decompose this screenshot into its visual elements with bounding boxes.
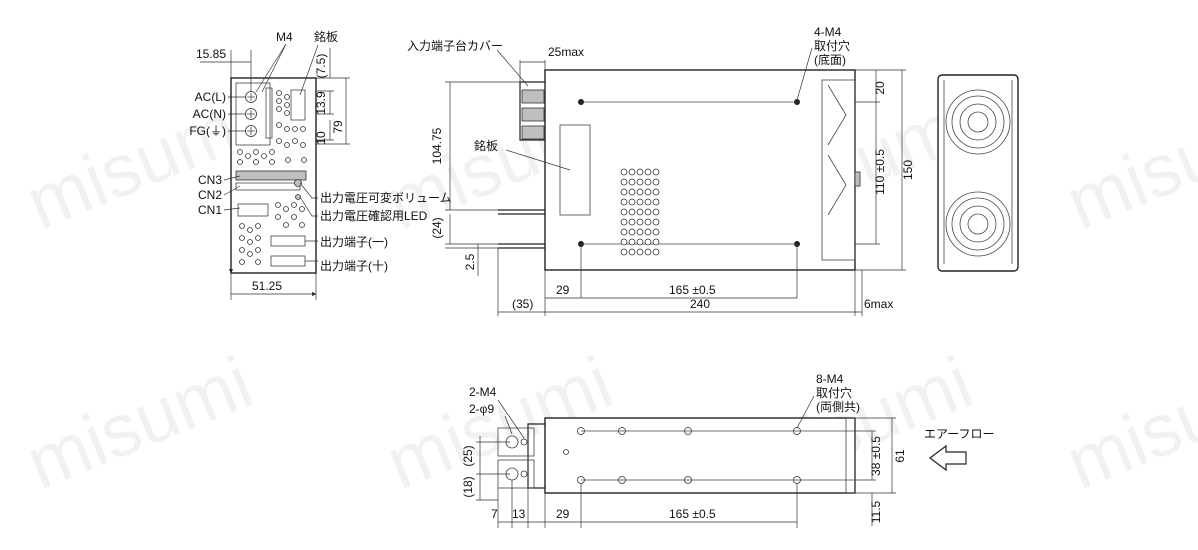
rear-view [937,74,1019,272]
terminal-label-fg: FG(⏚) [189,124,226,138]
dim-bottom-bottom: 11.5 [869,500,883,523]
bottom-mount-label-1: 8-M4 [816,372,844,386]
mount-label-3: (底面) [814,52,846,67]
m4-hole [520,470,528,478]
callout-volume: 出力電圧可変ボリューム [320,190,452,205]
side-nameplate-label: 銘板 [474,138,498,153]
fan-tab [854,171,861,187]
dim-bottom-mid-pitch: 38 ±0.5 [869,436,883,476]
watermark-text: misumi [1055,340,1198,505]
watermark-text: misumi [1055,80,1198,245]
dim-bottom-left-b: 13 [512,507,526,521]
front-vent-lower [239,202,305,265]
connector-label-cn2: CN2 [198,188,222,202]
dim-front-height: 79 [331,120,345,134]
screw-label-m4: M4 [276,30,293,44]
airflow-arrow [929,444,967,472]
mount-label-1: 4-M4 [814,25,842,39]
terminal-cover [519,81,545,141]
watermark-text: misumi [15,340,263,505]
dim-bottom-left-a: 7 [491,507,498,521]
dim-side-pitch-mid: 110 ±0.5 [873,149,887,195]
dim-front-top-gap: (7.5) [314,54,328,79]
output-wires [498,209,545,249]
rear-panel-outline [937,74,1019,272]
bottom-mount-label-2: 取付穴 [816,385,852,400]
airflow-label: エアーフロー [924,427,995,441]
adjust-volume [294,179,302,187]
dim-front-terminal-pitch: 13.9 [314,91,328,115]
connector-label-cn3: CN3 [198,173,222,187]
dim-front-width: 51.25 [252,279,282,293]
terminal-cover-slot [521,89,545,104]
front-vent-upper [237,90,307,165]
front-nameplate [290,89,306,121]
side-body-outline [544,69,856,271]
bottom-body-outline [544,417,856,494]
output-led [295,194,301,200]
front-view: AC(L) AC(N) FG(⏚) CN3 CN2 CN1 M4 銘板 15.8… [189,29,452,300]
side-fan-housing [821,79,856,261]
dim-side-pitch-top: 20 [873,81,887,95]
dim-side-wire-low: 2.5 [463,253,477,270]
dim-side-hole-pitch: 165 ±0.5 [669,283,716,297]
dim-bottom-offset-left: 29 [556,507,570,521]
callout-led: 出力電圧確認用LED [320,208,428,223]
mount-label-2: 取付穴 [814,38,850,53]
connector-cn1 [237,203,269,217]
connector-cn2 [235,182,301,191]
dim-side-height: 150 [901,160,915,180]
fan-lower [945,191,1011,257]
dim-side-fan-proj: 6max [864,297,893,311]
dim-side-height-left: 104.75 [430,127,444,164]
terminal-label-acn: AC(N) [193,107,226,121]
terminal-label-acl: AC(L) [195,90,226,104]
m4-hole [520,438,528,446]
front-nameplate-label: 銘板 [314,29,338,44]
dim-cover-max: 25max [548,45,584,59]
hole-label-m4: 2-M4 [469,385,497,399]
terminal-screw [245,108,257,120]
fan-upper [945,89,1011,155]
terminal-cover-slot [521,107,545,122]
connector-strip [235,170,307,181]
dim-side-lead: (35) [512,297,533,311]
terminal-screw [245,91,257,103]
dim-front-left-offset: 15.85 [196,47,226,61]
callout-output-minus: 出力端子(一) [320,235,388,249]
terminal-cover-label: 入力端子台カバー [407,38,503,53]
dim-bottom-gap-b: (18) [461,476,475,497]
watermark-text: misumi [15,80,263,245]
side-nameplate [559,124,591,216]
connector-label-cn1: CN1 [198,203,222,217]
dim-bottom-gap-a: (25) [461,445,475,466]
dim-front-terminal-low: 10 [314,131,328,145]
dim-bottom-hole-pitch: 165 ±0.5 [669,507,716,521]
terminal-cover-edge [265,87,273,139]
hole-label-phi9: 2-φ9 [469,402,494,416]
dim-side-length: 240 [690,297,710,311]
bottom-view: エアーフロー 2-M4 2-φ9 8-M4 取付穴 (両側共) (25) (18… [461,372,995,528]
side-view: 入力端子台カバー 25max 4-M4 取付穴 (底面) 銘板 104.75 (… [407,25,915,316]
side-vent-grid [620,168,660,256]
dim-side-offset-left: 29 [556,283,570,297]
callout-output-plus: 出力端子(十) [320,259,388,273]
terminal-cover-slot [521,125,545,140]
bottom-mount-label-3: (両側共) [816,400,860,414]
terminal-screw [245,125,257,137]
bottom-fan-edge [845,417,856,494]
bottom-mount-holes [563,427,801,484]
dim-bottom-height: 61 [893,449,907,463]
dim-side-wire-gap: (24) [430,217,444,238]
